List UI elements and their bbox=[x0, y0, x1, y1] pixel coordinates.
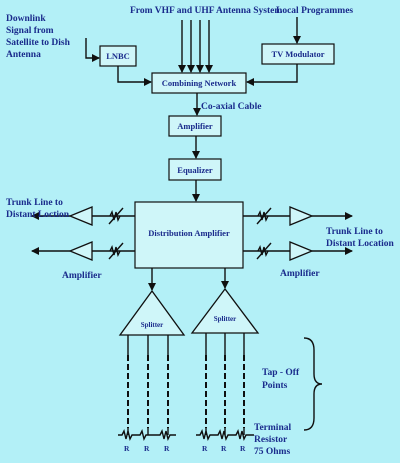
lnbc-to-combining bbox=[117, 66, 152, 86]
svg-text:R: R bbox=[240, 444, 246, 453]
right-trunk-lines bbox=[243, 206, 353, 261]
svg-text:R: R bbox=[164, 444, 170, 453]
terminal-resistor-label: Terminal Resistor 75 Ohms bbox=[254, 423, 291, 457]
splitter-left-label: Splitter bbox=[141, 321, 164, 329]
distribution-amplifier-box bbox=[134, 201, 244, 269]
amplifier-right-label: Amplifier bbox=[280, 269, 320, 279]
left-trunk-lines bbox=[31, 206, 135, 261]
svg-text:R: R bbox=[202, 444, 208, 453]
local-programmes-label: Local Programmes bbox=[276, 6, 353, 16]
tv-modulator-box bbox=[261, 43, 335, 65]
svg-text:Distant Loction: Distant Loction bbox=[6, 210, 70, 220]
svg-text:R: R bbox=[144, 444, 150, 453]
svg-text:R: R bbox=[221, 444, 227, 453]
svg-text:R: R bbox=[124, 444, 130, 453]
svg-text:75 Ohms: 75 Ohms bbox=[254, 447, 290, 457]
svg-text:Downlink: Downlink bbox=[6, 14, 46, 24]
trunk-left-label: Trunk Line to Distant Loction bbox=[6, 198, 70, 220]
combining-network-label: Combining Network bbox=[162, 78, 237, 88]
downlink-label: Downlink Signal from Satellite to Dish A… bbox=[6, 14, 71, 60]
vhf-uhf-label: From VHF and UHF Antenna System bbox=[130, 6, 282, 16]
svg-text:Terminal: Terminal bbox=[254, 423, 291, 433]
coax-label: Co-axial Cable bbox=[201, 102, 261, 112]
equalizer-box bbox=[168, 158, 222, 181]
svg-text:Trunk Line to: Trunk Line to bbox=[326, 227, 383, 237]
tap-off-label: Tap - Off Points bbox=[262, 368, 300, 391]
lnbc-label: LNBC bbox=[106, 51, 130, 61]
equalizer-label: Equalizer bbox=[177, 165, 213, 175]
amplifier-box-label: Amplifier bbox=[177, 121, 213, 131]
svg-text:Distant Location: Distant Location bbox=[326, 239, 395, 249]
right-tap-lines bbox=[205, 333, 245, 428]
svg-text:Signal from: Signal from bbox=[6, 26, 54, 36]
svg-text:Trunk Line to: Trunk Line to bbox=[6, 198, 63, 208]
resistor-labels: R R R R R R bbox=[124, 444, 246, 453]
combining-network-box bbox=[151, 72, 247, 94]
svg-text:Points: Points bbox=[262, 381, 288, 391]
trunk-right-label: Trunk Line to Distant Location bbox=[326, 227, 395, 249]
svg-text:Tap - Off: Tap - Off bbox=[262, 368, 300, 378]
svg-text:Resistor: Resistor bbox=[254, 435, 288, 445]
left-tap-lines bbox=[127, 335, 169, 428]
svg-text:Antenna: Antenna bbox=[6, 50, 41, 60]
splitter-left bbox=[118, 289, 186, 336]
splitter-right-label: Splitter bbox=[214, 315, 237, 323]
terminal-resistors bbox=[118, 428, 254, 442]
antenna-input-arrows bbox=[178, 20, 213, 73]
tv-modulator-label: TV Modulator bbox=[272, 49, 325, 59]
amplifier-box bbox=[168, 115, 222, 137]
splitter-right bbox=[190, 287, 260, 334]
tvmod-to-combining bbox=[246, 64, 298, 86]
amplifier-left-label: Amplifier bbox=[62, 271, 102, 281]
downlink-arrow bbox=[85, 38, 100, 62]
tap-off-brace bbox=[303, 337, 323, 431]
distribution-amplifier-label: Distribution Amplifier bbox=[148, 228, 230, 238]
svg-text:Satellite to Dish: Satellite to Dish bbox=[6, 38, 71, 48]
